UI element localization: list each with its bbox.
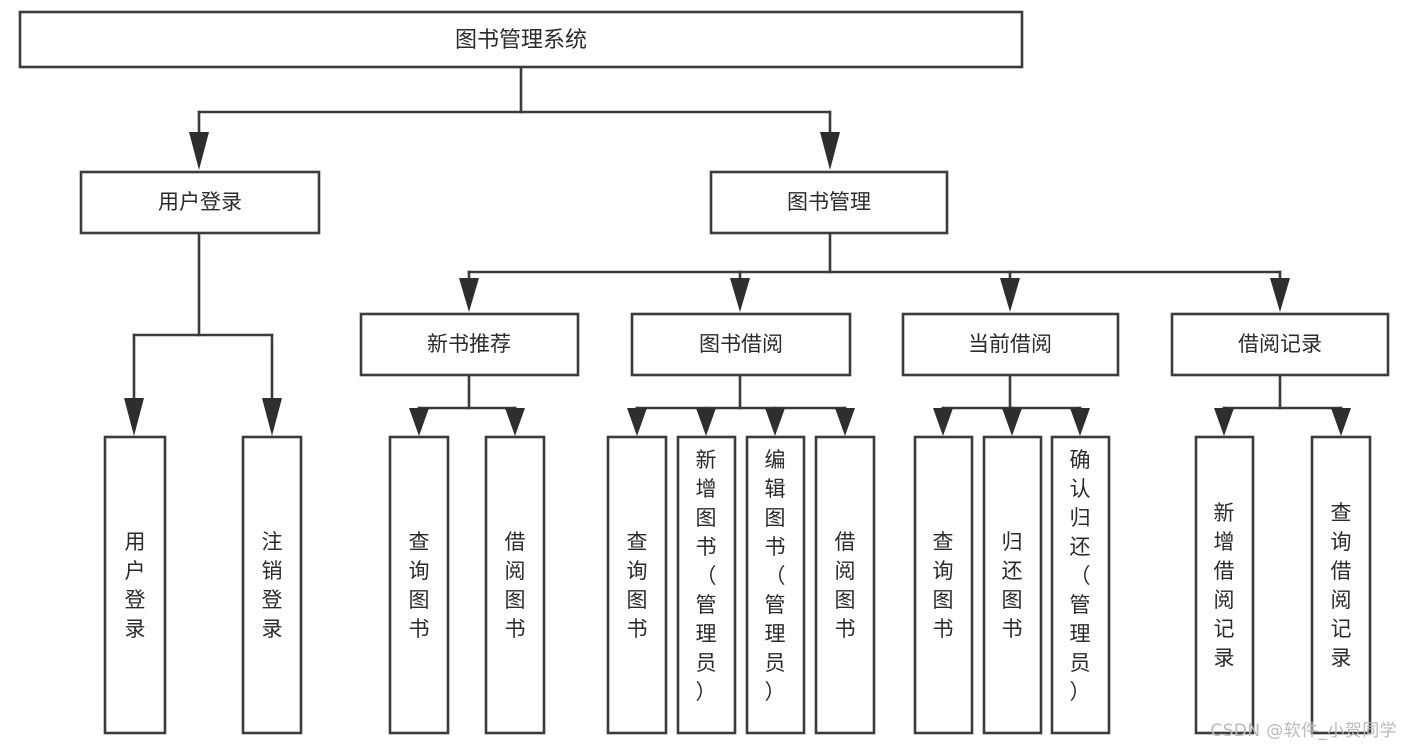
arrow-head-leaf-record-query — [1331, 408, 1351, 436]
node-leaf-borrow-lend-book-box[interactable] — [814, 435, 876, 735]
node-book-manage-box[interactable] — [709, 170, 949, 235]
node-new-book-rec-label: 新书推荐 — [427, 332, 511, 356]
arrow-head-book-borrow — [730, 278, 750, 312]
node-borrow-record[interactable]: 借阅记录 — [1170, 312, 1390, 377]
arrow-head-leaf-rec-query-book — [409, 408, 429, 436]
node-current-borrow-box[interactable] — [901, 312, 1120, 377]
node-leaf-borrow-lend-book[interactable]: 借阅图书 — [814, 435, 876, 735]
node-leaf-borrow-add-book-label: 新增图书（管理员） — [696, 448, 717, 704]
node-leaf-record-query-label: 查询借阅记录 — [1331, 501, 1352, 670]
arrow-head-leaf-current-confirm-return — [1070, 408, 1090, 436]
connector-layer — [124, 65, 1351, 436]
arrow-head-borrow-record — [1270, 278, 1290, 312]
node-root-box[interactable] — [18, 10, 1024, 69]
node-book-manage[interactable]: 图书管理 — [709, 170, 949, 235]
node-leaf-user-login[interactable]: 用户登录 — [103, 435, 167, 735]
node-leaf-record-add-box[interactable] — [1194, 435, 1255, 735]
node-leaf-record-add[interactable]: 新增借阅记录 — [1194, 435, 1255, 735]
node-leaf-user-logout[interactable]: 注销登录 — [241, 435, 303, 735]
node-leaf-borrow-query-book-label: 查询图书 — [627, 530, 648, 641]
arrow-head-new-book-rec — [459, 278, 479, 312]
node-leaf-rec-query-book-box[interactable] — [388, 435, 450, 735]
node-leaf-borrow-query-book-box[interactable] — [606, 435, 668, 735]
node-leaf-borrow-edit-book-label: 编辑图书（管理员） — [765, 448, 786, 704]
arrow-head-leaf-borrow-add-book — [696, 408, 716, 436]
arrow-head-leaf-user-logout — [262, 398, 282, 436]
node-leaf-record-query-box[interactable] — [1310, 435, 1372, 735]
node-leaf-current-confirm-return[interactable]: 确认归还（管理员） — [1050, 435, 1111, 735]
node-book-borrow-label: 图书借阅 — [699, 332, 783, 356]
arrow-head-leaf-current-query-book — [933, 408, 953, 436]
node-new-book-rec-box[interactable] — [359, 312, 580, 377]
node-leaf-borrow-lend-book-label: 借阅图书 — [835, 530, 856, 641]
node-leaf-current-confirm-return-box[interactable] — [1050, 435, 1111, 735]
node-root-label: 图书管理系统 — [455, 28, 587, 53]
node-leaf-current-return-book[interactable]: 归还图书 — [982, 435, 1043, 735]
node-root[interactable]: 图书管理系统 — [18, 10, 1024, 69]
node-book-borrow[interactable]: 图书借阅 — [630, 312, 852, 377]
node-leaf-current-query-book[interactable]: 查询图书 — [913, 435, 974, 735]
node-user-login-label: 用户登录 — [158, 190, 242, 214]
arrow-head-user-login — [189, 132, 209, 170]
node-leaf-record-query[interactable]: 查询借阅记录 — [1310, 435, 1372, 735]
node-leaf-rec-query-book[interactable]: 查询图书 — [388, 435, 450, 735]
node-leaf-user-login-box[interactable] — [103, 435, 167, 735]
node-new-book-rec[interactable]: 新书推荐 — [359, 312, 580, 377]
node-current-borrow-label: 当前借阅 — [968, 332, 1052, 356]
node-leaf-borrow-edit-book[interactable]: 编辑图书（管理员） — [745, 435, 806, 735]
node-current-borrow[interactable]: 当前借阅 — [901, 312, 1120, 377]
arrow-head-book-manage — [820, 132, 840, 170]
arrow-head-leaf-borrow-lend-book — [835, 408, 855, 436]
arrow-head-leaf-current-return-book — [1002, 408, 1022, 436]
node-user-login-box[interactable] — [79, 170, 321, 235]
node-leaf-current-confirm-return-label: 确认归还（管理员） — [1070, 448, 1091, 704]
node-leaf-current-query-book-label: 查询图书 — [933, 530, 954, 641]
node-leaf-current-return-book-label: 归还图书 — [1002, 530, 1023, 641]
node-book-manage-label: 图书管理 — [787, 190, 871, 214]
node-borrow-record-box[interactable] — [1170, 312, 1390, 377]
node-leaf-current-return-book-box[interactable] — [982, 435, 1043, 735]
arrow-head-current-borrow — [1000, 278, 1020, 312]
node-leaf-rec-borrow-book[interactable]: 借阅图书 — [484, 435, 546, 735]
node-leaf-rec-query-book-label: 查询图书 — [409, 530, 430, 641]
arrow-head-leaf-user-login — [124, 398, 144, 436]
leaf-node-layer: 用户登录 注销登录 查询图书 借阅图书 查询图书 新增图书（管理员） — [103, 435, 1372, 735]
node-leaf-borrow-add-book[interactable]: 新增图书（管理员） — [676, 435, 737, 735]
node-leaf-current-query-book-box[interactable] — [913, 435, 974, 735]
arrow-head-leaf-borrow-edit-book — [765, 408, 785, 436]
arrow-head-leaf-rec-borrow-book — [505, 408, 525, 436]
node-leaf-user-logout-label: 注销登录 — [262, 530, 283, 641]
arrow-head-leaf-borrow-query-book — [627, 408, 647, 436]
node-leaf-borrow-add-book-box[interactable] — [676, 435, 737, 735]
node-leaf-user-logout-box[interactable] — [241, 435, 303, 735]
node-leaf-record-add-label: 新增借阅记录 — [1214, 501, 1235, 670]
arrow-head-leaf-record-add — [1214, 408, 1234, 436]
node-leaf-user-login-label: 用户登录 — [125, 530, 146, 641]
node-leaf-borrow-query-book[interactable]: 查询图书 — [606, 435, 668, 735]
node-leaf-borrow-edit-book-box[interactable] — [745, 435, 806, 735]
node-borrow-record-label: 借阅记录 — [1238, 332, 1322, 356]
node-leaf-rec-borrow-book-label: 借阅图书 — [505, 530, 526, 641]
node-user-login[interactable]: 用户登录 — [79, 170, 321, 235]
node-book-borrow-box[interactable] — [630, 312, 852, 377]
node-leaf-rec-borrow-book-box[interactable] — [484, 435, 546, 735]
